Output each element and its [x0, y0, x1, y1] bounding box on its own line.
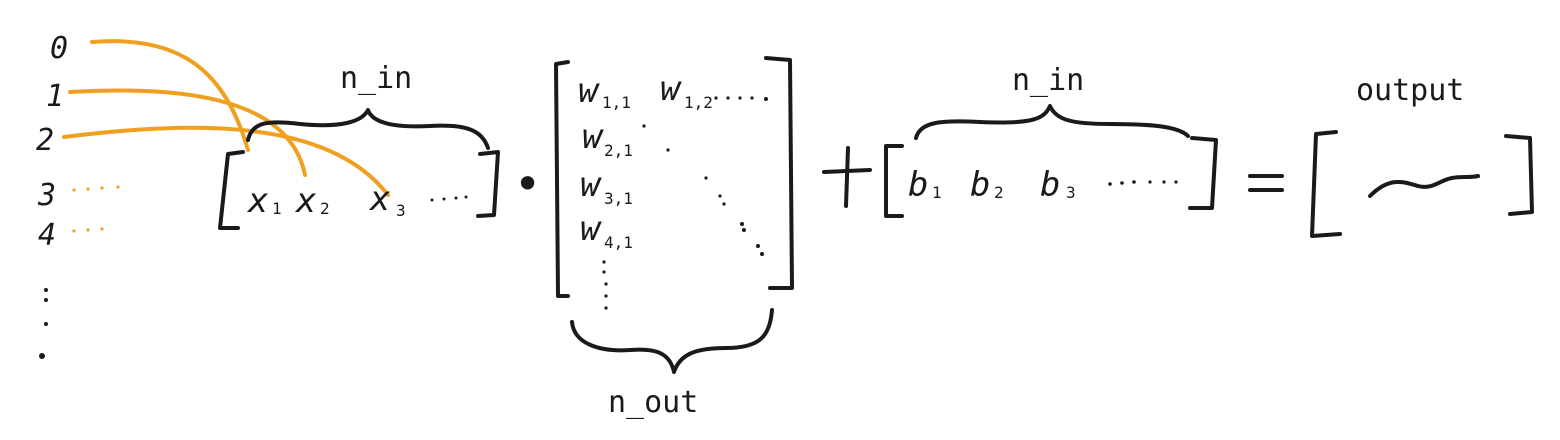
w-entry-2-1-sub: 2,1 [604, 141, 633, 160]
index-trailing-dots [72, 185, 120, 233]
w-matrix-right-bracket [764, 56, 794, 290]
index-ellipsis-dot [44, 288, 48, 292]
b-entry-3: b [1040, 165, 1060, 205]
n-in-label-left: n_in [340, 61, 412, 96]
index-1: 1 [46, 79, 64, 114]
plus-operator [822, 146, 872, 208]
b-entry-2-sub: 2 [994, 183, 1004, 202]
x-vector-entries: x 1 x 2 x 3 [246, 179, 468, 221]
w-diagonal-ellipsis [642, 124, 764, 256]
x-entry-2: x [294, 181, 317, 221]
dot-operator: • [514, 157, 541, 211]
b-entry-2: b [970, 165, 990, 205]
w-entry-1-1: w [578, 71, 600, 111]
equals-operator [1248, 174, 1284, 192]
b-entry-1: b [908, 165, 928, 205]
index-ellipsis-dot [39, 353, 45, 359]
w-entry-4-1-sub: 4,1 [604, 233, 633, 252]
b-entry-1-sub: 1 [932, 183, 942, 202]
index-column: 0 1 2 3 4 [36, 31, 120, 359]
w-entry-3-1-sub: 3,1 [604, 189, 633, 208]
arc-2-to-x3 [62, 125, 390, 197]
arc-0-to-x1 [90, 39, 250, 152]
output-label: output [1356, 73, 1464, 108]
n-out-label: n_out [608, 385, 698, 420]
w-entry-1-2: w [660, 69, 682, 109]
arc-1-to-x2 [68, 88, 307, 177]
n-in-brace-left [246, 108, 490, 150]
index-ellipsis-dot [44, 322, 48, 326]
b-vector-right-bracket [1188, 136, 1218, 210]
index-3: 3 [37, 178, 56, 213]
n-in-label-right: n_in [1012, 63, 1084, 98]
w-entry-2-1: w [582, 117, 604, 157]
output-left-bracket [1310, 130, 1342, 238]
n-in-brace-right [914, 104, 1190, 140]
x-entry-1: x [246, 181, 269, 221]
w-entry-3-1: w [580, 165, 602, 205]
w-entry-1-2-sub: 1,2 [684, 93, 713, 112]
b-entry-3-sub: 3 [1066, 183, 1076, 202]
x-entry-1-sub: 1 [272, 199, 282, 218]
b-vector-left-bracket [884, 144, 904, 218]
w-column-ellipsis [602, 260, 608, 310]
x-vector-left-bracket [218, 150, 245, 230]
x-entry-2-sub: 2 [320, 199, 330, 218]
w-matrix-entries: w 1,1 w 1,2 w 2,1 w 3,1 w 4,1 [578, 69, 768, 310]
w-matrix-left-bracket [554, 60, 570, 298]
index-ellipsis-dot [44, 298, 48, 302]
index-arcs [62, 39, 390, 197]
x-vector-right-bracket [476, 150, 500, 218]
b-vector-entries: b 1 b 2 b 3 [908, 165, 1178, 205]
output-right-bracket [1504, 134, 1534, 216]
b-vector-ellipsis [1108, 180, 1178, 186]
x-entry-3-sub: 3 [396, 201, 406, 220]
n-out-brace [570, 308, 774, 374]
x-entry-3: x [368, 179, 391, 219]
output-squiggle [1368, 174, 1480, 198]
index-4: 4 [38, 218, 56, 253]
index-0: 0 [50, 31, 68, 66]
index-2: 2 [36, 123, 54, 158]
x-vector-ellipsis [430, 195, 468, 202]
w-entry-4-1: w [580, 209, 602, 249]
w-row-ellipsis [714, 96, 768, 101]
w-entry-1-1-sub: 1,1 [602, 93, 631, 112]
